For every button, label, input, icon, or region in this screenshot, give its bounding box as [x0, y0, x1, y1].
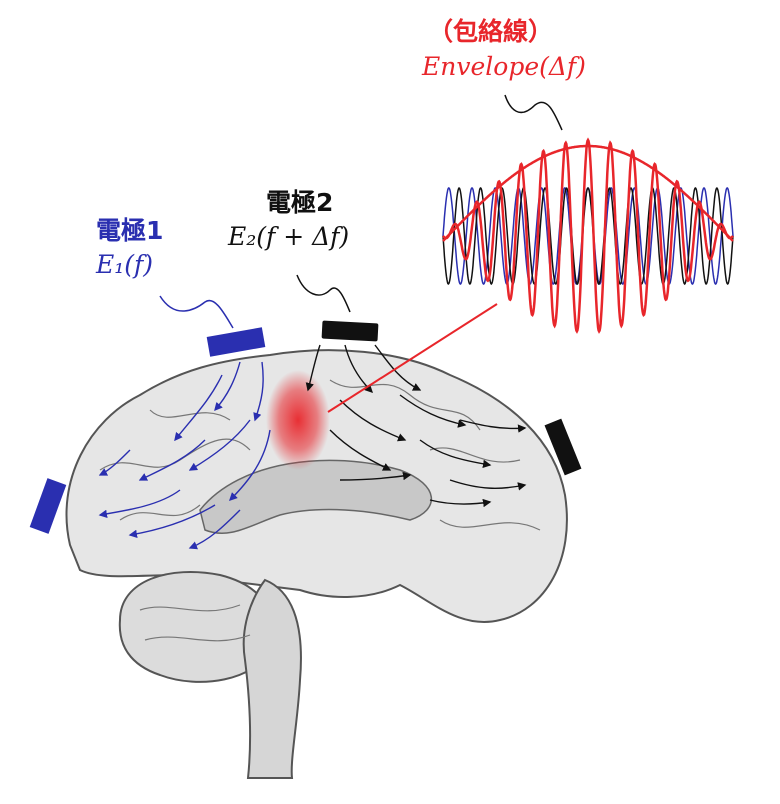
hotspot-pointer-line	[327, 303, 498, 413]
waveform-interference	[442, 137, 734, 334]
electrode1-top	[206, 327, 266, 357]
electrode1-leader	[159, 295, 234, 329]
envelope-label-math: Envelope(Δf)	[422, 52, 586, 81]
electrode1-front	[29, 478, 67, 534]
electrode2-leader	[296, 274, 351, 313]
electrode2-back	[544, 418, 582, 476]
envelope-leader	[504, 94, 563, 131]
waveform-electrode2	[442, 186, 734, 286]
waveform-plot	[442, 137, 734, 334]
electrode2-top	[321, 320, 379, 342]
envelope-label-jp: （包絡線）	[428, 17, 554, 46]
electrode2-label-math: E₂(f + Δf)	[228, 222, 350, 251]
envelope-curve	[442, 144, 734, 242]
stimulation-hotspot	[266, 370, 330, 470]
electrode2-current-arrows	[305, 344, 527, 508]
electrode2-label-jp: 電極2	[266, 188, 334, 217]
brainstem	[242, 578, 302, 779]
electrode1-label-math: E₁(f)	[96, 250, 154, 279]
electrode1-label-jp: 電極1	[96, 216, 164, 245]
electrode1-current-arrows	[98, 361, 271, 550]
